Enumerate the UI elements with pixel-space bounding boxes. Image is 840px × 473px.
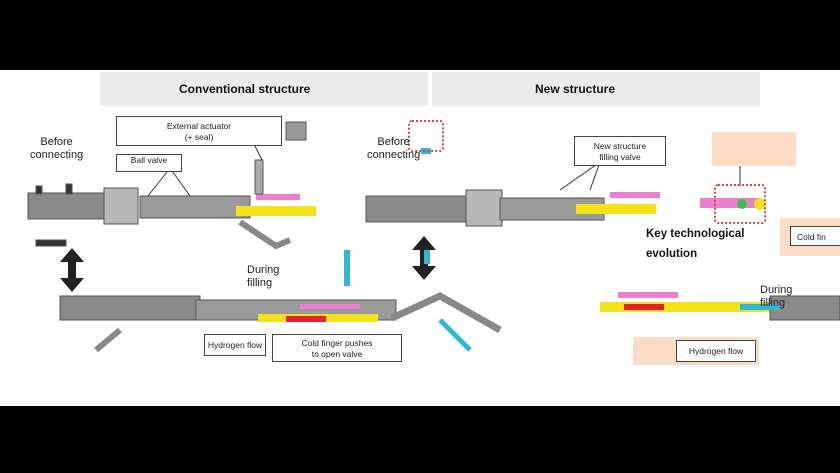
coupler-flange (103, 187, 139, 225)
conventional-title: Conventional structure (179, 82, 311, 96)
key-evolution-label: Key technological evolution (646, 228, 745, 260)
receptacle-body (139, 195, 251, 219)
highlight-actuator-box (408, 120, 444, 152)
external-actuator-callout: External actuator (+ seal) (116, 116, 282, 146)
hydrogen-pipe (236, 206, 316, 216)
coupler-body (27, 192, 109, 220)
actuator-block (285, 121, 307, 141)
coupler-body-joined (59, 295, 201, 321)
filling-valve-callout: New structure filling valve (574, 136, 666, 166)
header-new: New structure (432, 72, 760, 106)
new-title: New structure (535, 82, 616, 96)
lower-handle (390, 292, 502, 334)
highlight-valve-box (714, 184, 766, 224)
flow-arrow-cyan (438, 318, 472, 352)
hydrogen-flow-red (286, 316, 326, 322)
cold-finger-new-callout: Cold fin (790, 226, 840, 246)
header-conventional: Conventional structure (100, 72, 428, 106)
actuator-stem (254, 159, 264, 195)
valve-indicator-yellow (754, 198, 766, 210)
new-before-connecting: Before connecting (367, 136, 421, 161)
conv-during-filling: During filling (247, 264, 280, 289)
conv-before-connecting: Before connecting (30, 136, 84, 161)
new-during-assembly (600, 292, 840, 321)
valve-indicator-green (737, 199, 747, 209)
ball-valve-callout: Ball valve (116, 154, 182, 172)
highlight-top (712, 132, 796, 166)
new-before-assembly (344, 148, 766, 286)
hydrogen-flow-pink (300, 304, 360, 309)
conventional-updown-arrow (60, 248, 84, 292)
new-during-filling: During filling (760, 284, 793, 309)
new-coupler-joined (769, 295, 840, 321)
new-hydrogen-flow-callout: Hydrogen flow (676, 340, 756, 362)
conv-hydrogen-flow-callout: Hydrogen flow (204, 334, 266, 356)
conventional-during-assembly (59, 292, 502, 353)
conventional-before-assembly (27, 121, 316, 250)
handle-arm (238, 219, 292, 250)
cold-finger-callout: Cold finger pushes to open valve (272, 334, 402, 362)
hydrogen-pipe-pink (256, 194, 300, 200)
cyan-probe (344, 250, 350, 286)
